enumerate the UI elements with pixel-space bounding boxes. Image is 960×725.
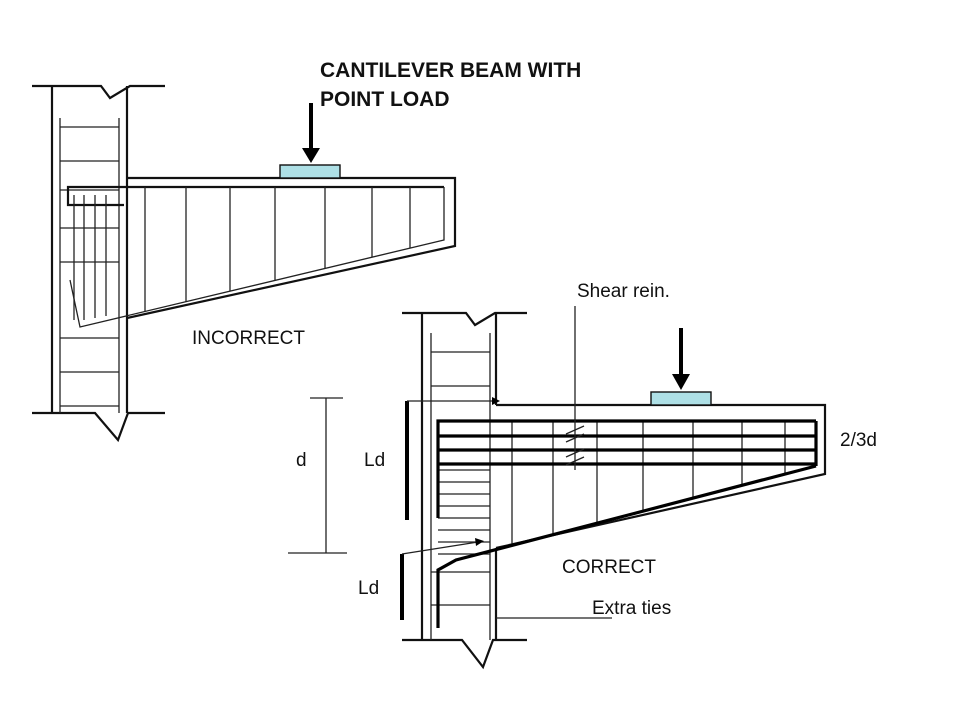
correct-column xyxy=(402,311,527,670)
title-line-1: CANTILEVER BEAM WITH xyxy=(320,59,581,82)
correct-detail: Shear rein. 2/3d d Ld Ld CORRECT Extra t… xyxy=(288,281,877,670)
correct-load-plate xyxy=(650,391,712,406)
incorrect-top-bar xyxy=(66,185,444,207)
incorrect-detail: INCORRECT xyxy=(32,84,457,443)
shear-rein-leader xyxy=(565,306,585,470)
label-extra-ties: Extra ties xyxy=(592,598,671,619)
label-ld-bottom: Ld xyxy=(358,578,379,599)
incorrect-load-arrow-head xyxy=(302,148,320,163)
d-dimension xyxy=(288,397,347,554)
extra-ties-group xyxy=(438,469,490,555)
label-two-thirds-d: 2/3d xyxy=(840,430,877,451)
label-shear-rein: Shear rein. xyxy=(577,281,670,302)
incorrect-column xyxy=(32,84,165,443)
title-line-2: POINT LOAD xyxy=(320,88,450,111)
incorrect-bottom-bar xyxy=(69,187,445,328)
label-incorrect: INCORRECT xyxy=(192,328,305,349)
correct-top-bar-1 xyxy=(436,419,816,518)
label-ld-top: Ld xyxy=(364,450,385,471)
incorrect-load-plate xyxy=(279,164,341,179)
correct-bottom-bar xyxy=(436,464,817,628)
incorrect-beam-outline xyxy=(126,176,457,320)
correct-stirrups xyxy=(511,421,786,546)
incorrect-stirrups xyxy=(144,187,411,312)
label-d: d xyxy=(296,450,307,471)
label-correct: CORRECT xyxy=(562,557,656,578)
correct-load-arrow-head xyxy=(672,374,690,390)
